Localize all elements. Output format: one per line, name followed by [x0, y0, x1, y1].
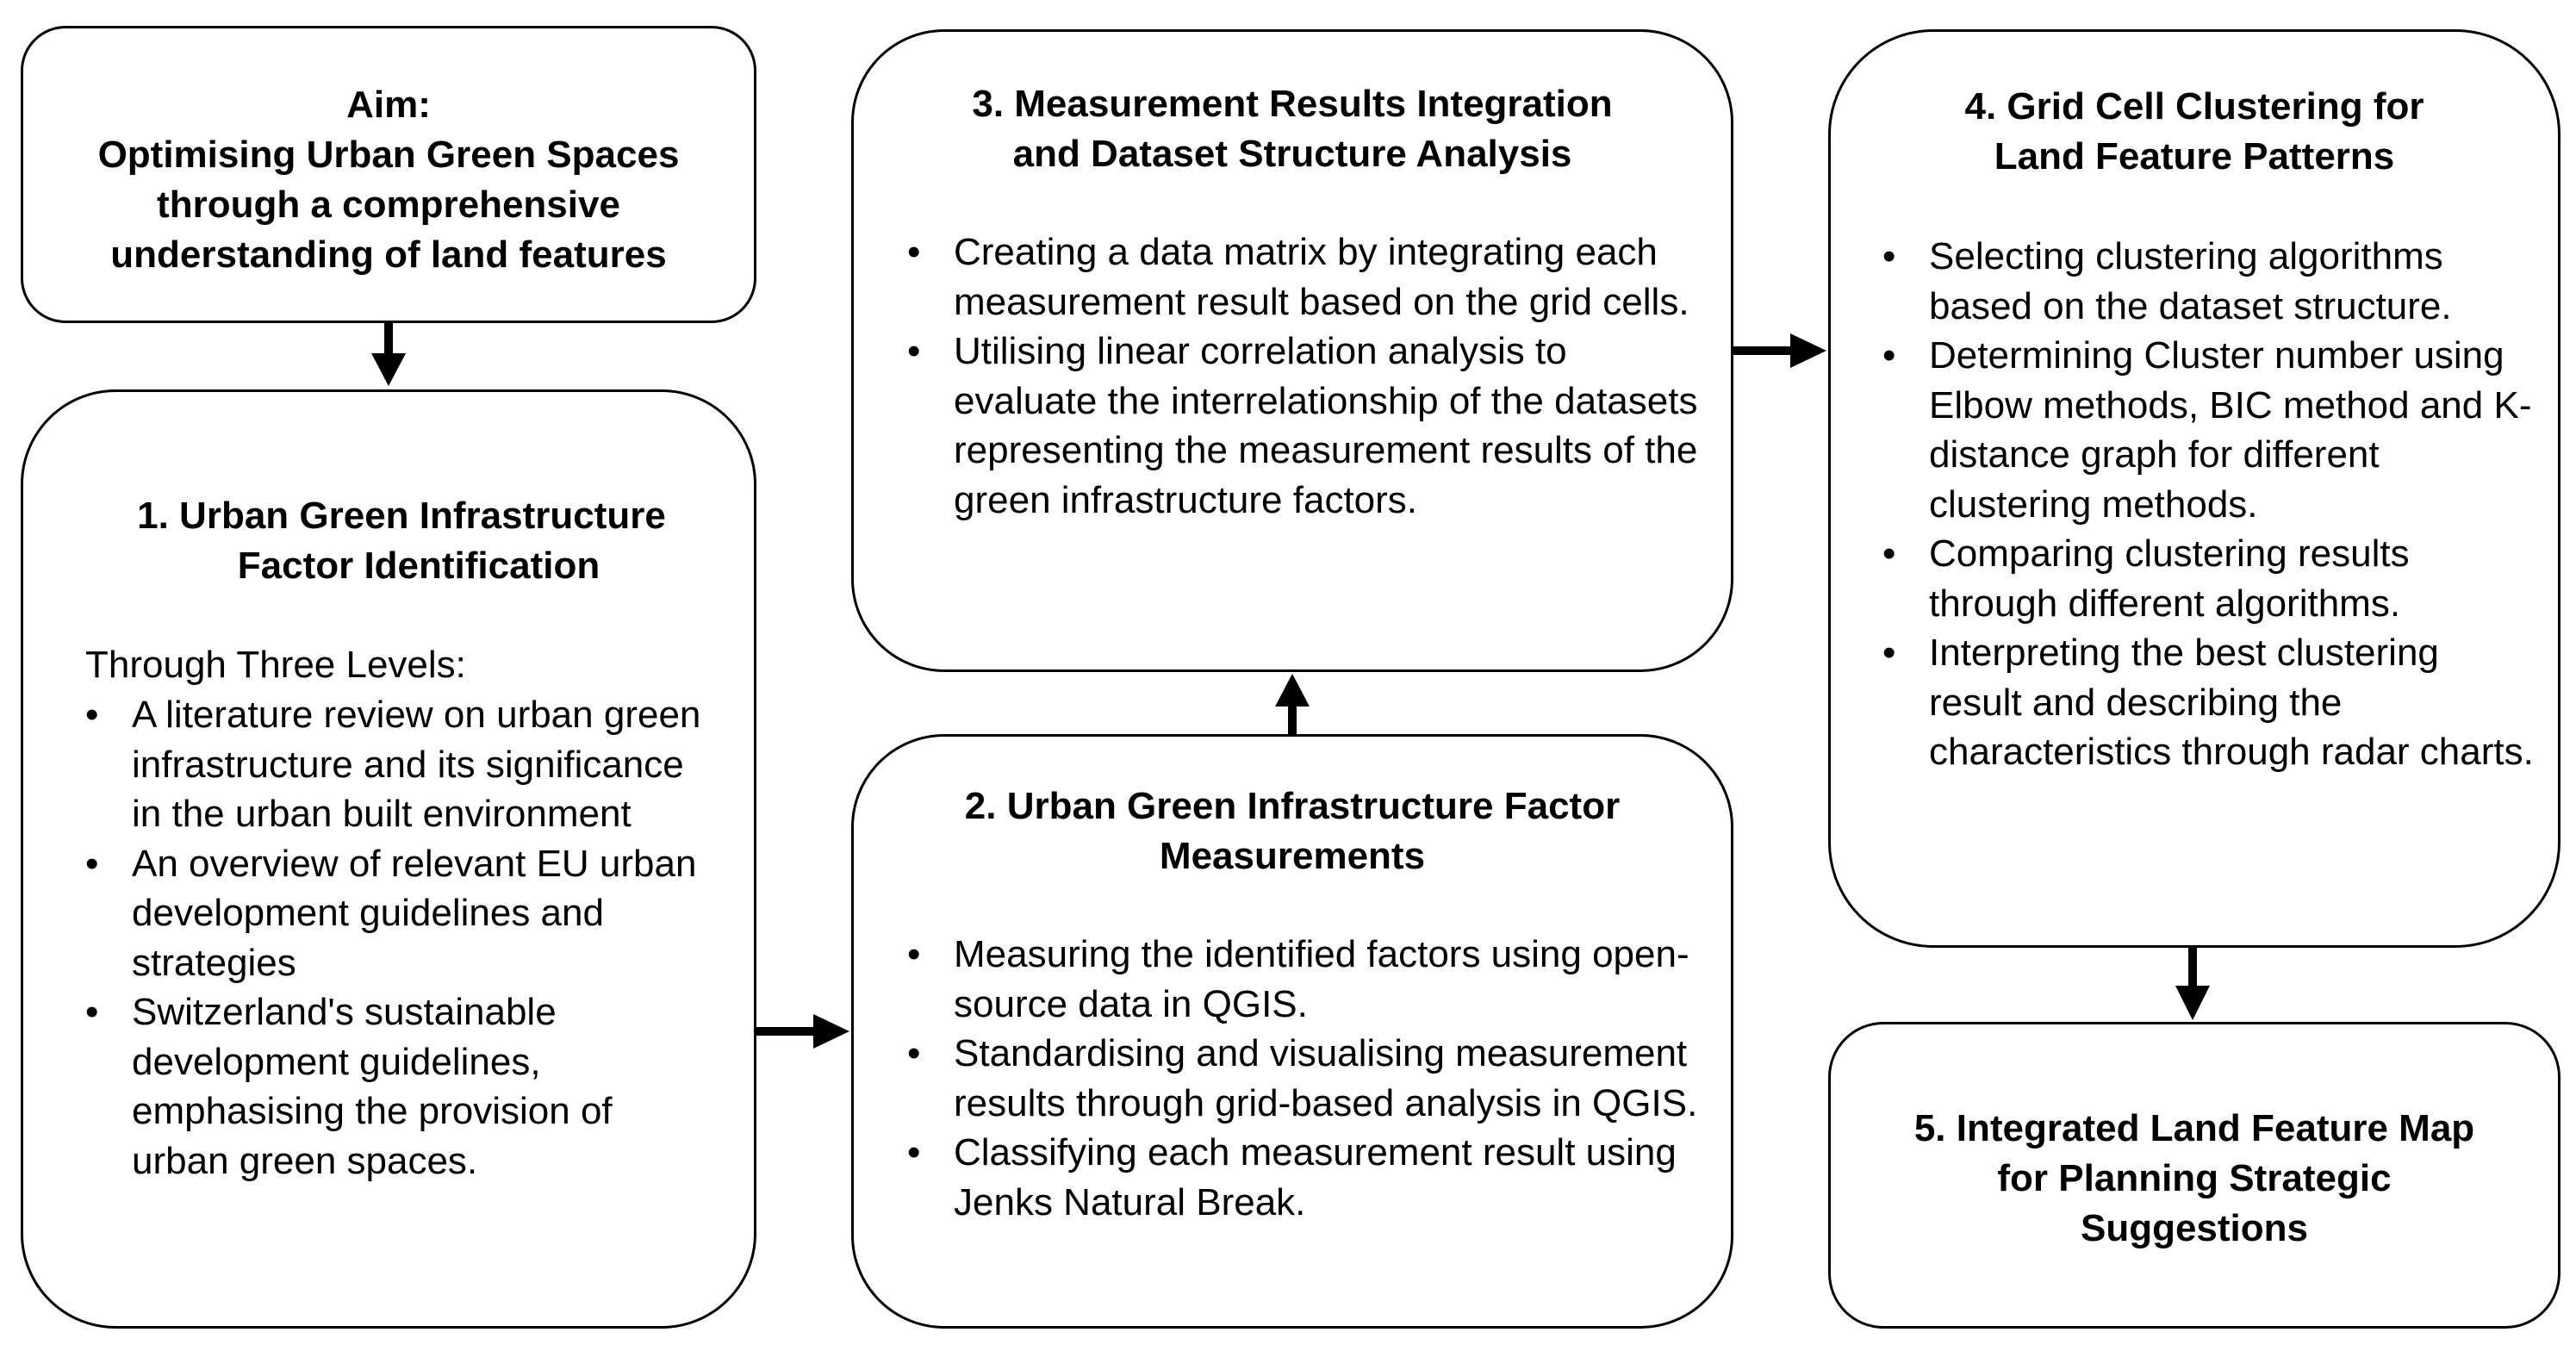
aim-title: Aim: Optimising Urban Green Spaces throu… [23, 80, 754, 280]
step2-bullet-list: Measuring the identified factors using o… [907, 930, 1705, 1227]
arrow-step1-to-step2 [756, 1014, 849, 1049]
arrow-aim-to-step1 [371, 323, 406, 386]
step4-title: 4. Grid Cell Clustering for Land Feature… [1848, 82, 2541, 182]
step5-title-line: for Planning Strategic [1997, 1157, 2392, 1199]
aim-line: Optimising Urban Green Spaces [97, 134, 680, 176]
step5-title-line: Suggestions [2080, 1207, 2309, 1249]
step3-bullet-list: Creating a data matrix by integrating ea… [907, 227, 1705, 525]
step3-bullet: Utilising linear correlation analysis to… [907, 327, 1705, 525]
step2-title: 2. Urban Green Infrastructure Factor Mea… [871, 781, 1714, 881]
aim-box: Aim: Optimising Urban Green Spaces throu… [21, 26, 756, 323]
step4-bullet: Determining Cluster number using Elbow m… [1882, 331, 2541, 529]
aim-line: through a comprehensive [157, 184, 620, 226]
step3-title: 3. Measurement Results Integration and D… [871, 79, 1714, 179]
step3-title-line: 3. Measurement Results Integration [972, 83, 1613, 125]
step2-title-line: 2. Urban Green Infrastructure Factor [964, 785, 1621, 827]
step1-box: 1. Urban Green Infrastructure Factor Ide… [21, 389, 756, 1329]
arrow-step4-to-step5 [2175, 948, 2210, 1020]
step5-title-line: 5. Integrated Land Feature Map [1913, 1107, 2475, 1149]
step1-bullet: An overview of relevant EU urban develop… [85, 839, 719, 988]
step1-intro: Through Three Levels: [85, 644, 466, 686]
step1-bullet: Switzerland's sustainable development gu… [85, 987, 719, 1186]
step4-title-line: Land Feature Patterns [1994, 135, 2395, 177]
step5-title: 5. Integrated Land Feature Map for Plann… [1848, 1104, 2541, 1254]
step1-bullet-list: A literature review on urban green infra… [85, 690, 719, 1186]
step2-title-line: Measurements [1159, 835, 1426, 877]
aim-line: Aim: [346, 84, 431, 126]
step4-bullet: Interpreting the best clustering result … [1882, 628, 2541, 777]
step3-box: 3. Measurement Results Integration and D… [851, 29, 1733, 672]
step4-box: 4. Grid Cell Clustering for Land Feature… [1828, 29, 2560, 948]
step2-bullet: Classifying each measurement result usin… [907, 1128, 1705, 1227]
arrow-step3-to-step4 [1733, 333, 1826, 368]
step1-title-line: Factor Identification [237, 545, 600, 587]
step4-bullet: Selecting clustering algorithms based on… [1882, 232, 2541, 331]
step4-bullet: Comparing clustering results through dif… [1882, 529, 2541, 628]
aim-line: understanding of land features [110, 233, 667, 276]
step3-title-line: and Dataset Structure Analysis [1012, 133, 1572, 175]
step3-bullet: Creating a data matrix by integrating ea… [907, 227, 1705, 327]
step2-box: 2. Urban Green Infrastructure Factor Mea… [851, 734, 1733, 1329]
step4-bullet-list: Selecting clustering algorithms based on… [1882, 232, 2541, 777]
step1-bullet: A literature review on urban green infra… [85, 690, 719, 839]
step2-bullet: Standardising and visualising measuremen… [907, 1029, 1705, 1128]
arrow-step2-to-step3 [1275, 674, 1310, 734]
step1-title-line: 1. Urban Green Infrastructure [137, 495, 666, 537]
step2-bullet: Measuring the identified factors using o… [907, 930, 1705, 1029]
step5-box: 5. Integrated Land Feature Map for Plann… [1828, 1022, 2560, 1329]
step4-title-line: 4. Grid Cell Clustering for [1964, 85, 2424, 128]
step1-title: 1. Urban Green Infrastructure Factor Ide… [92, 491, 711, 591]
